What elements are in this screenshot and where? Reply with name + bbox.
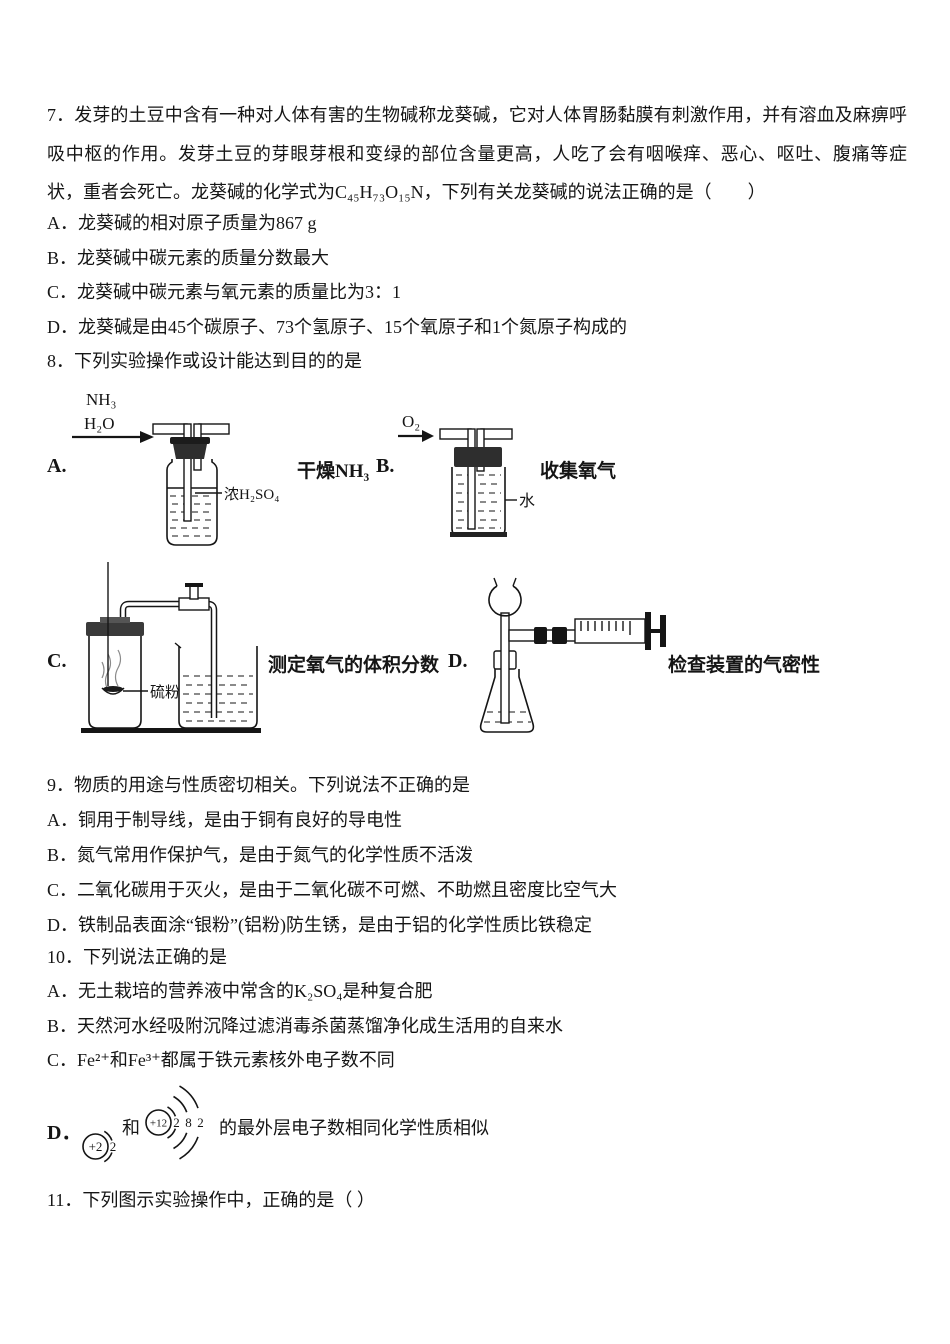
q8-stem: 8．下列实验操作或设计能达到目的的是 <box>47 351 362 371</box>
q9-option-d: D．铁制品表面涂“银粉”(铝粉)防生锈，是由于铝的化学性质比铁稳定 <box>47 915 592 935</box>
syringe-drawing <box>574 612 666 650</box>
shell-electron-count: 2 <box>110 1139 117 1154</box>
gas-washing-bottle-figure: NH₃ H₂O 浓H₂SO₄ <box>72 390 279 546</box>
q8-figure-d-letter: D. <box>448 650 468 672</box>
connector-tube <box>508 627 578 644</box>
shell-electron-count: 8 <box>185 1115 192 1130</box>
flow-arrow <box>72 431 154 443</box>
q8-figure-d-caption: 检查装置的气密性 <box>668 655 821 676</box>
thistle-funnel-drawing <box>488 577 522 724</box>
q7-option-b: B．龙葵碱中碳元素的质量分数最大 <box>47 248 330 268</box>
flow-arrow <box>398 430 434 442</box>
q9-option-b: B．氮气常用作保护气，是由于氮气的化学性质不活泼 <box>47 845 474 865</box>
bottle-drawing <box>152 423 230 546</box>
q10-option-a: A．无土栽培的营养液中常含的K₂SO₄是种复合肥 <box>47 981 433 1001</box>
combustion-bottle-drawing <box>86 562 148 729</box>
reagent-label-water: 水 <box>519 492 535 510</box>
oxygen-fraction-apparatus-figure: 硫粉 <box>81 562 261 733</box>
q10-option-d-text: 的最外层电子数相同化学性质相似 <box>219 1118 489 1138</box>
q7-option-d: D．龙葵碱是由45个碳原子、73个氢原子、15个氧原子和1个氮原子构成的 <box>47 317 627 337</box>
q7-option-a: A．龙葵碱的相对原子质量为867 g <box>47 213 317 233</box>
q8-figure-a-letter: A. <box>47 455 67 477</box>
q10-option-b: B．天然河水经吸附沉降过滤消毒杀菌蒸馏净化成生活用的自来水 <box>47 1016 564 1036</box>
q9-option-a: A．铜用于制导线，是由于铜有良好的导电性 <box>47 810 402 830</box>
pinch-valve <box>178 583 210 611</box>
q8-figure-c-letter: C. <box>47 650 67 672</box>
atom-diagram-plus2: +2 2 <box>82 1130 117 1163</box>
connecting-tube <box>119 600 218 718</box>
nucleus-charge-label: +12 <box>150 1118 167 1130</box>
q8-figure-b-letter: B. <box>376 455 395 477</box>
bottle-drawing <box>439 428 517 537</box>
q7-stem: 7．发芽的土豆中含有一种对人体有害的生物碱称龙葵碱，它对人体胃肠黏膜有刺激作用，… <box>47 105 907 202</box>
gas-in-label-nh3: NH₃ <box>86 390 117 409</box>
reagent-label-sulfur: 硫粉 <box>150 684 180 701</box>
shell-electron-count: 2 <box>197 1115 204 1130</box>
gas-in-label-h2o: H₂O <box>84 414 114 433</box>
airtightness-apparatus-figure <box>479 577 666 733</box>
q9-stem: 9．物质的用途与性质密切相关。下列说法不正确的是 <box>47 775 470 795</box>
q10-stem: 10．下列说法正确的是 <box>47 947 227 967</box>
gas-in-label-o2: O₂ <box>402 412 420 431</box>
q8-figure-c-caption: 测定氧气的体积分数 <box>268 655 440 676</box>
atom-diagram-plus12: +12 2 8 2 <box>145 1085 204 1160</box>
q9-option-c: C．二氧化碳用于灭火，是由于二氧化碳不可燃、不助燃且密度比空气大 <box>47 880 618 900</box>
q10-option-d-letter: D． <box>47 1122 82 1144</box>
shell-electron-count: 2 <box>173 1115 180 1130</box>
nucleus-charge-label: +2 <box>89 1139 103 1154</box>
gas-collection-bottle-figure: O₂ 水 <box>398 412 535 537</box>
q8-figure-b-caption: 收集氧气 <box>540 461 617 482</box>
reagent-label-h2so4: 浓H₂SO₄ <box>224 486 279 503</box>
q8-figure-a-caption: 干燥NH₃ <box>297 461 370 482</box>
table-base <box>81 728 261 733</box>
q10-option-d-conjunction: 和 <box>122 1118 140 1138</box>
q10-option-c: C．Fe²⁺和Fe³⁺都属于铁元素核外电子数不同 <box>47 1050 395 1070</box>
q11-stem: 11．下列图示实验操作中，正确的是（ ） <box>47 1190 375 1210</box>
q7-option-c: C．龙葵碱中碳元素与氧元素的质量比为3：1 <box>47 282 402 302</box>
